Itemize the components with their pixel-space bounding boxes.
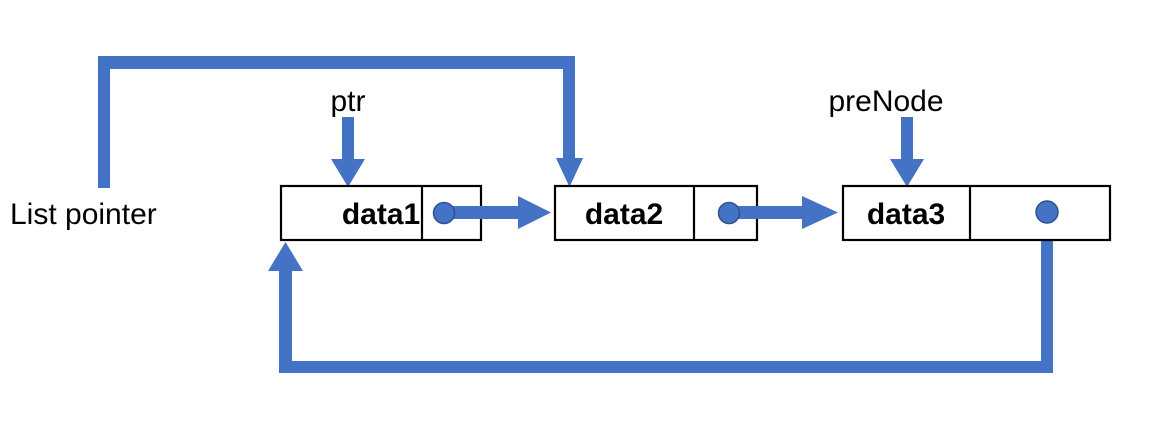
node3-to-node1-arrow bbox=[268, 212, 1053, 373]
node2-to-node3-arrow bbox=[717, 196, 838, 229]
list-pointer-arrowhead bbox=[556, 158, 583, 187]
list-pointer-connector bbox=[98, 56, 583, 188]
prenode-connector bbox=[890, 117, 924, 187]
wrap-right-vertical bbox=[1041, 212, 1053, 373]
list-pointer-descent-shaft bbox=[563, 56, 575, 160]
wrap-left-vertical bbox=[279, 268, 292, 373]
node-data3-box bbox=[841, 184, 1112, 242]
node-data3-label: data3 bbox=[867, 198, 945, 231]
prenode-label: preNode bbox=[828, 85, 943, 118]
node2-next-shaft bbox=[729, 206, 805, 219]
node-data3: data3 bbox=[841, 184, 1112, 242]
ptr-connector bbox=[331, 117, 365, 187]
wrap-arrowhead bbox=[268, 242, 303, 271]
list-pointer-horizontal-run bbox=[98, 56, 574, 69]
node1-to-node2-arrow bbox=[432, 196, 551, 229]
list-pointer-label: List pointer bbox=[10, 198, 157, 231]
list-pointer-vertical-stub bbox=[98, 62, 110, 188]
ptr-arrow-shaft bbox=[342, 117, 354, 162]
node1-next-shaft bbox=[444, 206, 522, 219]
node-data2-pointer-dot bbox=[717, 201, 741, 225]
node-data1-label: data1 bbox=[342, 198, 420, 231]
prenode-arrow-shaft bbox=[901, 117, 913, 162]
wrap-bottom-horizontal bbox=[279, 361, 1053, 373]
node-data3-pointer-dot bbox=[1035, 200, 1059, 224]
node1-next-arrowhead bbox=[518, 196, 551, 229]
node-data1-pointer-dot bbox=[432, 201, 456, 225]
node-data2-label: data2 bbox=[585, 198, 663, 231]
ptr-label: ptr bbox=[330, 85, 365, 118]
ptr-arrowhead bbox=[331, 159, 365, 187]
node-data1: data1 bbox=[279, 184, 483, 242]
prenode-arrowhead bbox=[890, 159, 924, 187]
node2-next-arrowhead bbox=[802, 196, 838, 229]
